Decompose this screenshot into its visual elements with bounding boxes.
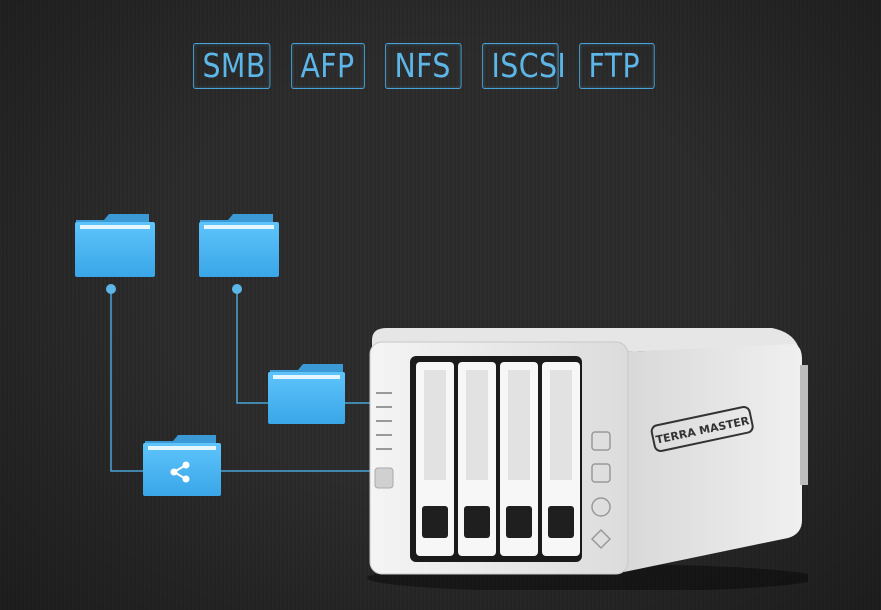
connector-node-2 (232, 284, 242, 294)
drive-bays (416, 362, 580, 556)
protocol-badge-smb: SMB (193, 43, 271, 89)
connector-line-2 (236, 289, 268, 404)
folder-icon (75, 214, 155, 277)
share-folder-icon (143, 435, 221, 496)
power-button (374, 467, 394, 489)
protocol-badge-nfs: NFS (385, 43, 462, 89)
connector-lines (110, 289, 378, 472)
protocol-badges: SMB AFP NFS ISCSI FTP (193, 43, 667, 89)
protocol-badge-iscsi: ISCSI (482, 43, 566, 89)
connector-line-1 (110, 289, 143, 472)
nas-device: TERRA MASTER (367, 328, 808, 590)
folder-icon (199, 214, 279, 277)
folder-icon (268, 364, 345, 424)
protocol-badge-ftp: FTP (579, 43, 655, 89)
side-port-icons (590, 431, 612, 550)
connector-node-1 (106, 284, 116, 294)
protocol-badge-afp: AFP (291, 43, 365, 89)
status-leds (376, 392, 392, 450)
